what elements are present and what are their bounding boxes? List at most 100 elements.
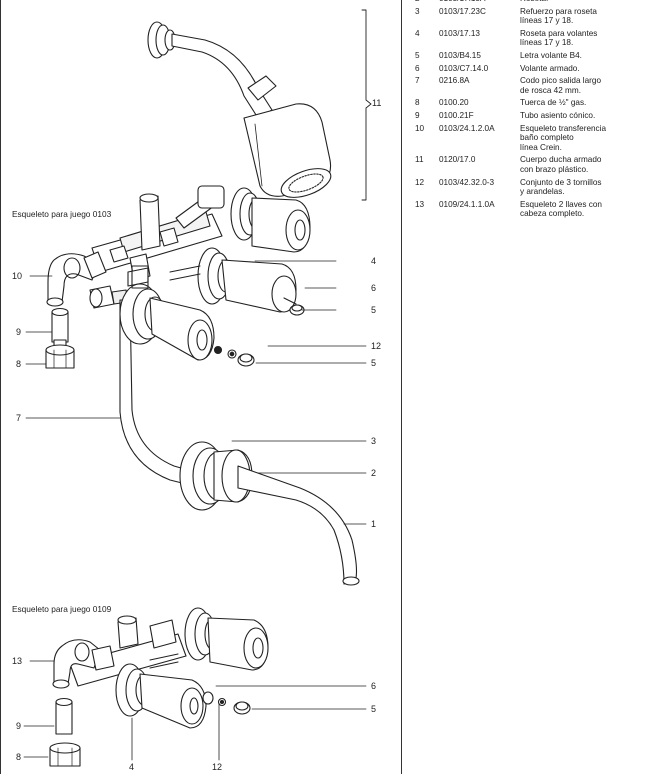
- part-code: 0100.20: [439, 98, 469, 108]
- part-number: 5: [415, 50, 420, 60]
- callout-8: 8: [16, 359, 22, 369]
- parts-list-row: 8 0100.20 Tuerca de ½" gas.: [415, 95, 620, 108]
- leader-lines: [23, 260, 367, 761]
- part-description-line: Esqueleto 2 llaves con: [520, 199, 602, 209]
- part-description-line: Roseta para volantes: [520, 28, 598, 38]
- part-description: Tubo asiento cónico.: [520, 108, 620, 121]
- callout-4: 4: [371, 256, 377, 266]
- callout-12: 12: [371, 341, 382, 351]
- part-description-line: Letra volante B4.: [520, 50, 582, 60]
- part-number: 10: [415, 123, 425, 133]
- callout-1: 1: [371, 519, 377, 529]
- callout-5-bottom: 5: [371, 704, 377, 714]
- part-description-line: línea Crein.: [520, 142, 562, 152]
- part-description-line: líneas 17 y 18.: [520, 38, 574, 48]
- part-number: 8: [415, 98, 420, 108]
- part-code: 0103/17.23C: [439, 6, 486, 16]
- callout-3: 3: [371, 436, 377, 446]
- part-code: 0216.8A: [439, 76, 470, 86]
- part-description-line: Conjunto de 3 tornillos: [520, 177, 602, 187]
- column-divider: [401, 0, 402, 774]
- caption-skeleton-0103: Esqueleto para juego 0103: [12, 209, 112, 219]
- part-description: Volante armado.: [520, 61, 620, 74]
- parts-list-row: 6 0103/C7.14.0 Volante armado.: [415, 61, 620, 74]
- parts-list-row: 5 0103/B4.15 Letra volante B4.: [415, 48, 620, 61]
- skeleton-0103: [46, 185, 311, 316]
- part-code: 0103/B4.15: [439, 50, 481, 60]
- part-description-line: baño completo: [520, 133, 574, 143]
- part-code: 0103/42.32.0-3: [439, 177, 495, 187]
- callout-12-bottom: 12: [212, 762, 223, 772]
- callout-11: 11: [372, 98, 382, 108]
- part-number: 6: [415, 63, 420, 73]
- shower-head-part-11: [147, 21, 332, 198]
- part-number: 13: [415, 199, 425, 209]
- caption-skeleton-0109: Esqueleto para juego 0109: [12, 604, 112, 614]
- part-description-line: Refuerzo para roseta: [520, 6, 597, 16]
- part-code: 0100.21F: [439, 110, 474, 120]
- callout-8-bottom: 8: [16, 752, 22, 762]
- callout-6: 6: [371, 283, 377, 293]
- callout-9-bottom: 9: [16, 721, 22, 731]
- lower-valve-and-spout: [119, 265, 360, 586]
- left-border: [0, 0, 1, 774]
- part-description-line: líneas 17 y 18.: [520, 16, 574, 26]
- callout-5-upper: 5: [371, 305, 377, 315]
- part-number: 4: [415, 28, 420, 38]
- part-description-line: Codo pico salida largo: [520, 76, 602, 86]
- parts-list-row: 9 0100.21F Tubo asiento cónico.: [415, 108, 620, 121]
- part-number: 12: [415, 177, 425, 187]
- part-number: 9: [415, 110, 420, 120]
- callout-6-bottom: 6: [371, 681, 377, 691]
- part-description-line: Roseta.: [520, 0, 620, 4]
- part-description-line: Tuerca de ½" gas.: [520, 98, 587, 108]
- skeleton-0109: [49, 607, 269, 767]
- part-code: 0103/C7.14.0: [439, 63, 489, 73]
- callout-9: 9: [16, 327, 22, 337]
- part-number: 3: [415, 6, 420, 16]
- part-description-line: de rosca 42 mm.: [520, 85, 581, 95]
- part-number: 7: [415, 76, 420, 86]
- part-code: 0109/24.1.1.0A: [439, 199, 495, 209]
- callout-10: 10: [12, 271, 23, 281]
- part-description-line: Cuerpo ducha armado: [520, 155, 602, 165]
- callout-5-lower: 5: [371, 358, 377, 368]
- part-description-line: cabeza completo.: [520, 209, 585, 219]
- tube-nut-top: [45, 307, 75, 369]
- callout-7: 7: [16, 413, 22, 423]
- part-description-line: con brazo plástico.: [520, 164, 589, 174]
- callout-4-bottom: 4: [129, 762, 135, 772]
- callout-13: 13: [12, 656, 23, 666]
- part-description-line: Tubo asiento cónico.: [520, 110, 596, 120]
- part-code: 0120/17.0: [439, 155, 476, 165]
- part-description-line: Esqueleto transferencia: [520, 123, 607, 133]
- callout-2: 2: [371, 468, 377, 478]
- part-number: 2: [415, 0, 439, 4]
- part-description: Roseta.: [520, 0, 620, 4]
- part-code: 0103/17.13: [439, 28, 480, 38]
- part-description: Letra volante B4.: [520, 48, 620, 61]
- part-code: 0103/24.1.2.0A: [439, 123, 495, 133]
- part-code: 0103/17.15A: [439, 0, 520, 4]
- part-description-line: Volante armado.: [520, 63, 580, 73]
- part-description: Tuerca de ½" gas.: [520, 95, 620, 108]
- part-description-line: y arandelas.: [520, 187, 565, 197]
- part-number: 11: [415, 155, 424, 165]
